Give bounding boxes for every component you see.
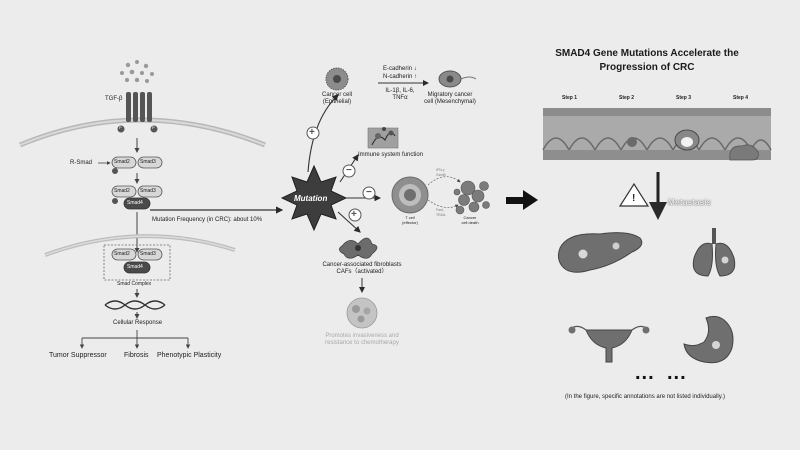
tgf-beta-ligands	[120, 60, 154, 83]
epithelial-label-line-1: Cancer cell	[321, 92, 353, 98]
tgf-receptor	[117, 92, 158, 133]
title-line-1: SMAD4 Gene Mutations Accelerate the	[555, 48, 739, 59]
mesenchymal-label-line-1: Migratory cancer	[427, 92, 473, 98]
cytokines-line-2: TNFα	[392, 94, 408, 101]
metastasis-label: Metastasis	[668, 198, 712, 207]
branch-caf	[337, 211, 361, 233]
smad-complex-label: Smad Complex	[117, 281, 152, 287]
tgf-beta-label: TGF-β	[105, 96, 123, 102]
plus-sign-emt	[306, 126, 320, 140]
cancer-cell-death	[453, 180, 490, 215]
minus-glyph-immune: −	[346, 165, 352, 176]
immune-function-label: Immune system function	[358, 152, 424, 158]
outcome-phenotypic-plasticity: Phenotypic Plasticity	[157, 352, 222, 359]
warning-exclamation: !	[632, 193, 636, 204]
cancer-death-label: Cancer cell death	[461, 215, 479, 225]
minus-sign-immune	[342, 164, 356, 178]
e-cadherin-label: E-cadherin ↓	[383, 66, 417, 72]
mutation-label: Mutation	[294, 194, 328, 203]
outcome-branches	[79, 330, 191, 349]
epithelial-cell	[325, 67, 349, 91]
branch-emt	[307, 94, 339, 173]
cytokines-label: IL-1β, IL-6, TNFα	[385, 88, 414, 102]
step-3-label: Step 3	[676, 95, 692, 101]
caf-result-line-2: resistance to chemotherapy	[325, 339, 399, 346]
smad2-label-2: Smad2	[114, 188, 130, 194]
colon-progression-illustration	[542, 108, 772, 161]
smad4-label-2: Smad4	[127, 264, 143, 270]
receptor-p-right: P	[152, 125, 155, 130]
caf-result-label: Promotes invasiveness and resistance to …	[325, 333, 399, 347]
dna-helix	[104, 300, 166, 310]
liver-icon	[557, 232, 643, 273]
mutation-frequency-label: Mutation Frequency (in CRC): about 10%	[152, 217, 263, 223]
more-organs-ellipsis-1: ...	[635, 362, 655, 384]
trail-label: TRAIL	[436, 213, 446, 217]
mesenchymal-label: Migratory cancer cell (Mesenchymal)	[424, 92, 476, 106]
cytokines-line-1: IL-1β, IL-6,	[385, 88, 415, 94]
cancer-death-label-line-2: cell death	[461, 219, 479, 225]
n-cadherin-label: N-cadherin ↑	[383, 74, 418, 80]
plus-glyph-emt: +	[309, 127, 315, 138]
progression-arrow	[506, 190, 538, 210]
cellular-response-label: Cellular Response	[113, 320, 163, 326]
plus-sign-caf	[348, 208, 362, 222]
caf-label: Cancer-associated fibroblasts CAFs（activ…	[322, 262, 401, 276]
membrane-nuclear	[44, 234, 236, 257]
cancer-death-label-line-1: Cancer	[463, 215, 477, 220]
title-line-2: Progression of CRC	[599, 61, 695, 73]
r-smad-label: R-Smad	[70, 160, 93, 166]
minus-sign-tcell	[362, 186, 376, 200]
more-organs-ellipsis-2: ...	[667, 362, 687, 384]
smad2-label-3: Smad2	[114, 251, 130, 257]
page-title: SMAD4 Gene Mutations Accelerate the Prog…	[552, 47, 742, 74]
ifn-gamma-label: IFN-γ	[436, 168, 445, 172]
immune-network-icon	[367, 127, 399, 149]
invasive-tumor-icon	[346, 297, 378, 329]
caf-result-line-1: Promotes invasiveness and	[325, 333, 399, 339]
t-cell-label: T cell (effector)	[402, 215, 418, 225]
r-smad-complex	[98, 156, 163, 174]
stomach-icon	[683, 315, 734, 364]
epithelial-label-line-2: (Epithelial)	[322, 98, 352, 105]
smad-trimer	[111, 185, 163, 210]
gzmb-label: GzmB	[436, 173, 446, 177]
epithelial-label: Cancer cell (Epithelial)	[322, 92, 352, 106]
t-cell-label-line-2: (effector)	[402, 219, 418, 225]
t-cell	[391, 176, 429, 214]
t-cell-label-line-1: T cell	[405, 215, 415, 220]
annotation-note: (In the figure, specific annotations are…	[565, 394, 725, 400]
outcome-fibrosis: Fibrosis	[124, 352, 149, 359]
mesenchymal-label-line-2: cell (Mesenchymal)	[424, 98, 476, 105]
mesenchymal-cell	[438, 70, 477, 88]
smad3-label-3: Smad3	[140, 251, 156, 257]
fasl-label: FasL	[436, 208, 444, 212]
smad2-label-1: Smad2	[114, 159, 130, 165]
membrane-outer	[19, 117, 266, 148]
fibroblast-cell	[339, 237, 378, 259]
outcome-tumor-suppressor: Tumor Suppressor	[49, 352, 107, 359]
uterus-icon	[568, 325, 650, 363]
minus-glyph-tcell: −	[366, 187, 372, 198]
warning-icon	[618, 182, 650, 207]
caf-label-line-1: Cancer-associated fibroblasts	[322, 262, 402, 268]
smad-complex-nuclear	[103, 244, 171, 281]
smad3-label-2: Smad3	[140, 188, 156, 194]
mutation-star	[280, 164, 348, 232]
cytotoxic-signals	[427, 176, 461, 208]
receptor-p-left: P	[119, 125, 122, 130]
caf-label-line-2: CAFs（activated）	[336, 268, 388, 275]
step-1-label: Step 1	[562, 95, 578, 101]
lungs-icon	[692, 228, 736, 277]
smad3-label-1: Smad3	[140, 159, 156, 165]
step-4-label: Step 4	[733, 95, 749, 101]
step-2-label: Step 2	[619, 95, 635, 101]
smad4-label-1: Smad4	[127, 200, 143, 206]
plus-glyph-caf: +	[351, 209, 357, 220]
